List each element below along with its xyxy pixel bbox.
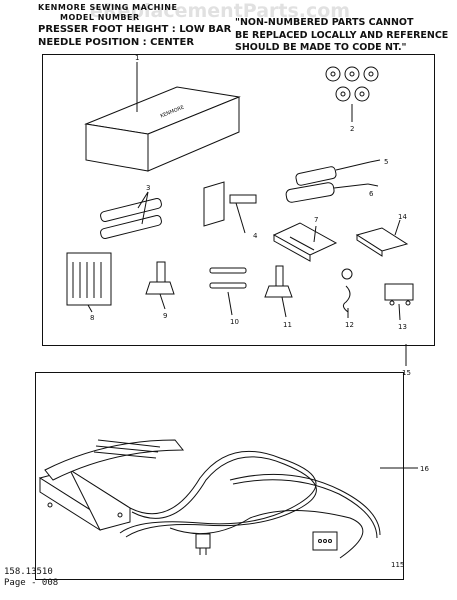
note-line-3: SHOULD BE MADE TO CODE NT." (235, 42, 407, 53)
callout-6: 6 (369, 190, 374, 198)
page-number: Page - 008 (4, 578, 59, 588)
watermark: eReplacementParts.com (90, 0, 351, 22)
model-number-line: MODEL NUMBER (60, 13, 140, 22)
callout-15: 15 (402, 369, 411, 377)
zipper-foot (264, 265, 293, 318)
power-cord (119, 450, 400, 559)
bobbins (325, 66, 379, 122)
accessories-panel (42, 54, 435, 346)
callout-16: 16 (420, 465, 429, 473)
machine-connector (312, 531, 338, 551)
callout-2: 2 (350, 125, 354, 133)
callout-11: 11 (283, 321, 292, 329)
note-line-2: BE REPLACED LOCALLY AND REFERENCE (235, 30, 449, 41)
figure-number: 115 (391, 561, 404, 569)
callout-12: 12 (345, 321, 354, 329)
callout-10: 10 (230, 318, 239, 326)
model-code: 158.13510 (4, 567, 53, 577)
callout-7: 7 (314, 216, 318, 224)
presser-foot-height: PRESSER FOOT HEIGHT : LOW BAR (38, 24, 232, 35)
bobbin-spring (341, 268, 353, 318)
note-line-1: "NON-NUMBERED PARTS CANNOT (235, 17, 414, 28)
cover-plate (355, 219, 409, 257)
accessory-box (84, 62, 241, 172)
screwdriver-large (285, 182, 379, 203)
foot-control-panel (35, 372, 404, 580)
callout-5: 5 (384, 158, 388, 166)
callout-9: 9 (163, 312, 167, 320)
spool-pins (209, 267, 247, 316)
presser-foot (145, 261, 175, 310)
callout-14: 14 (398, 213, 407, 221)
needle-position: NEEDLE POSITION : CENTER (38, 37, 195, 48)
buttonhole-attachment (384, 283, 414, 321)
callout-13: 13 (398, 323, 407, 331)
callout-1: 1 (135, 54, 139, 62)
screwdrivers-small (100, 191, 162, 240)
callout-8: 8 (90, 314, 94, 322)
needle-pack (66, 252, 112, 313)
seam-guide (203, 181, 257, 234)
model-line: KENMORE SEWING MACHINE (38, 3, 178, 12)
foot-control (38, 439, 185, 531)
two-prong-plug (195, 533, 211, 555)
lint-brush (295, 159, 381, 186)
throat-plate (272, 222, 338, 262)
callout-4: 4 (253, 232, 258, 240)
callout-3: 3 (146, 184, 150, 192)
